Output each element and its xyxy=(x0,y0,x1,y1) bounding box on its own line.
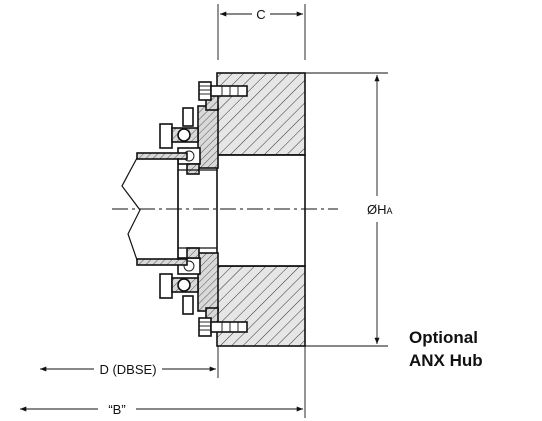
title-line-2: ANX Hub xyxy=(409,351,483,370)
shaft xyxy=(121,152,217,266)
dimension-c: C xyxy=(217,4,306,60)
dimension-oha: ØHA xyxy=(305,72,393,347)
hub-body xyxy=(216,72,306,347)
dimension-oha-label: ØHA xyxy=(367,202,393,217)
lower-clamp-assembly xyxy=(159,247,201,315)
dimension-b-label: “B” xyxy=(108,402,125,417)
dimension-c-label: C xyxy=(256,7,265,22)
title-line-1: Optional xyxy=(409,328,478,347)
dimension-d: D (DBSE) xyxy=(40,346,219,378)
dimension-b: “B” xyxy=(20,346,306,418)
top-bolt xyxy=(198,81,248,101)
dimension-d-label: D (DBSE) xyxy=(99,362,156,377)
bottom-bolt xyxy=(198,317,248,337)
